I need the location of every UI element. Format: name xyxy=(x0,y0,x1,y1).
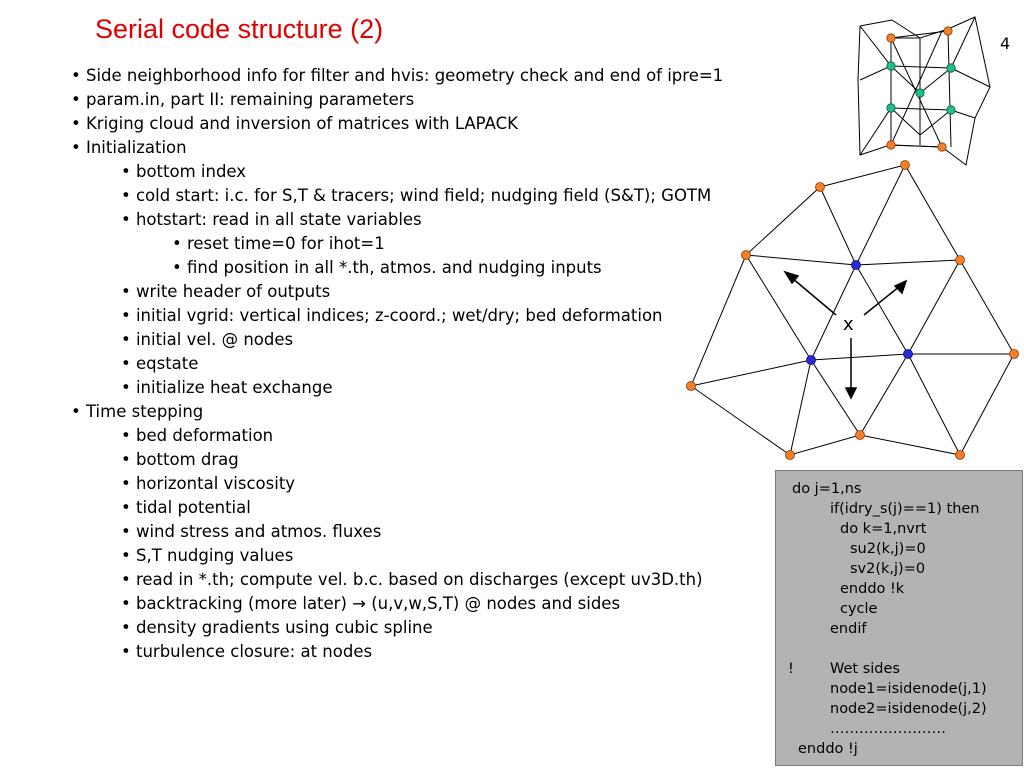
arrow-head xyxy=(893,279,908,295)
code-line: do k=1,nvrt xyxy=(840,521,927,537)
code-line: su2(k,j)=0 xyxy=(850,541,926,557)
mesh-node xyxy=(955,255,965,265)
slide-title: Serial code structure (2) xyxy=(95,14,384,44)
bullet-subitem: • horizontal viscosity xyxy=(121,474,296,493)
bullet-item: • Kriging cloud and inversion of matrice… xyxy=(71,114,518,133)
bullet-subitem: • bottom drag xyxy=(121,450,239,469)
bullet-item: • Side neighborhood info for filter and … xyxy=(71,66,724,85)
grid-node xyxy=(886,140,896,150)
bullet-subitem: • tidal potential xyxy=(121,498,251,517)
mesh-node xyxy=(1009,349,1019,359)
bullet-subsubitem: • find position in all *.th, atmos. and … xyxy=(172,258,602,277)
mesh-node xyxy=(686,381,696,391)
code-line: node1=isidenode(j,1) xyxy=(830,681,987,697)
bullet-subitem: • cold start: i.c. for S,T & tracers; wi… xyxy=(121,186,712,205)
code-line: cycle xyxy=(840,601,878,617)
grid-node xyxy=(886,33,896,43)
grid-node xyxy=(937,142,947,152)
bullet-item: • Time stepping xyxy=(71,402,204,421)
arrow-head xyxy=(783,270,800,285)
side-node xyxy=(851,260,861,270)
mesh-node xyxy=(855,430,865,440)
side-node xyxy=(903,349,913,359)
point-x-label: x xyxy=(843,314,854,335)
mesh-node xyxy=(785,450,795,460)
bullet-subitem: • hotstart: read in all state variables xyxy=(121,210,422,229)
code-line: do j=1,ns xyxy=(792,481,862,497)
grid-node xyxy=(946,63,956,73)
bullet-subitem: • initialize heat exchange xyxy=(121,378,333,397)
bullet-subitem: • wind stress and atmos. fluxes xyxy=(121,522,382,541)
slide-number: 4 xyxy=(1000,34,1011,53)
bullet-subitem: • read in *.th; compute vel. b.c. based … xyxy=(121,570,703,589)
arrow-head xyxy=(844,387,858,400)
grid-node xyxy=(886,103,896,113)
grid-node xyxy=(946,105,956,115)
bullet-subitem: • backtracking (more later) → (u,v,w,S,T… xyxy=(121,594,621,613)
bullet-subitem: • write header of outputs xyxy=(121,282,331,301)
mesh-node xyxy=(955,450,965,460)
bullet-subitem: • S,T nudging values xyxy=(121,546,294,565)
mesh-node xyxy=(741,250,751,260)
bullet-subitem: • initial vgrid: vertical indices; z-coo… xyxy=(121,306,663,325)
bullet-subitem: • bottom index xyxy=(121,162,247,181)
code-line: node2=isidenode(j,2) xyxy=(830,701,987,717)
grid-node xyxy=(915,88,925,98)
mesh-node xyxy=(900,160,910,170)
mesh-node xyxy=(815,182,825,192)
bullet-subitem: • bed deformation xyxy=(121,426,274,445)
code-comment-marker: ! xyxy=(788,661,794,677)
bullet-subitem: • turbulence closure: at nodes xyxy=(121,642,373,661)
side-node xyxy=(806,355,816,365)
bullet-subitem: • eqstate xyxy=(121,354,199,373)
grid-node xyxy=(886,61,896,71)
code-line: endif xyxy=(830,621,867,637)
bullet-subitem: • density gradients using cubic spline xyxy=(121,618,433,637)
code-line: …………………… xyxy=(830,721,946,737)
code-line: enddo !j xyxy=(798,741,858,757)
bullet-subitem: • initial vel. @ nodes xyxy=(121,330,294,349)
bullet-subsubitem: • reset time=0 for ihot=1 xyxy=(172,234,385,253)
grid-node xyxy=(943,26,953,36)
code-panel: do j=1,ns if(idry_s(j)==1) then do k=1,n… xyxy=(775,470,1023,766)
code-line: if(idry_s(j)==1) then xyxy=(830,501,980,517)
bullet-item: • param.in, part II: remaining parameter… xyxy=(71,90,415,109)
bullet-item: • Initialization xyxy=(71,138,187,157)
code-line: enddo !k xyxy=(840,581,905,597)
code-line: sv2(k,j)=0 xyxy=(850,561,926,577)
code-line: Wet sides xyxy=(830,661,900,677)
